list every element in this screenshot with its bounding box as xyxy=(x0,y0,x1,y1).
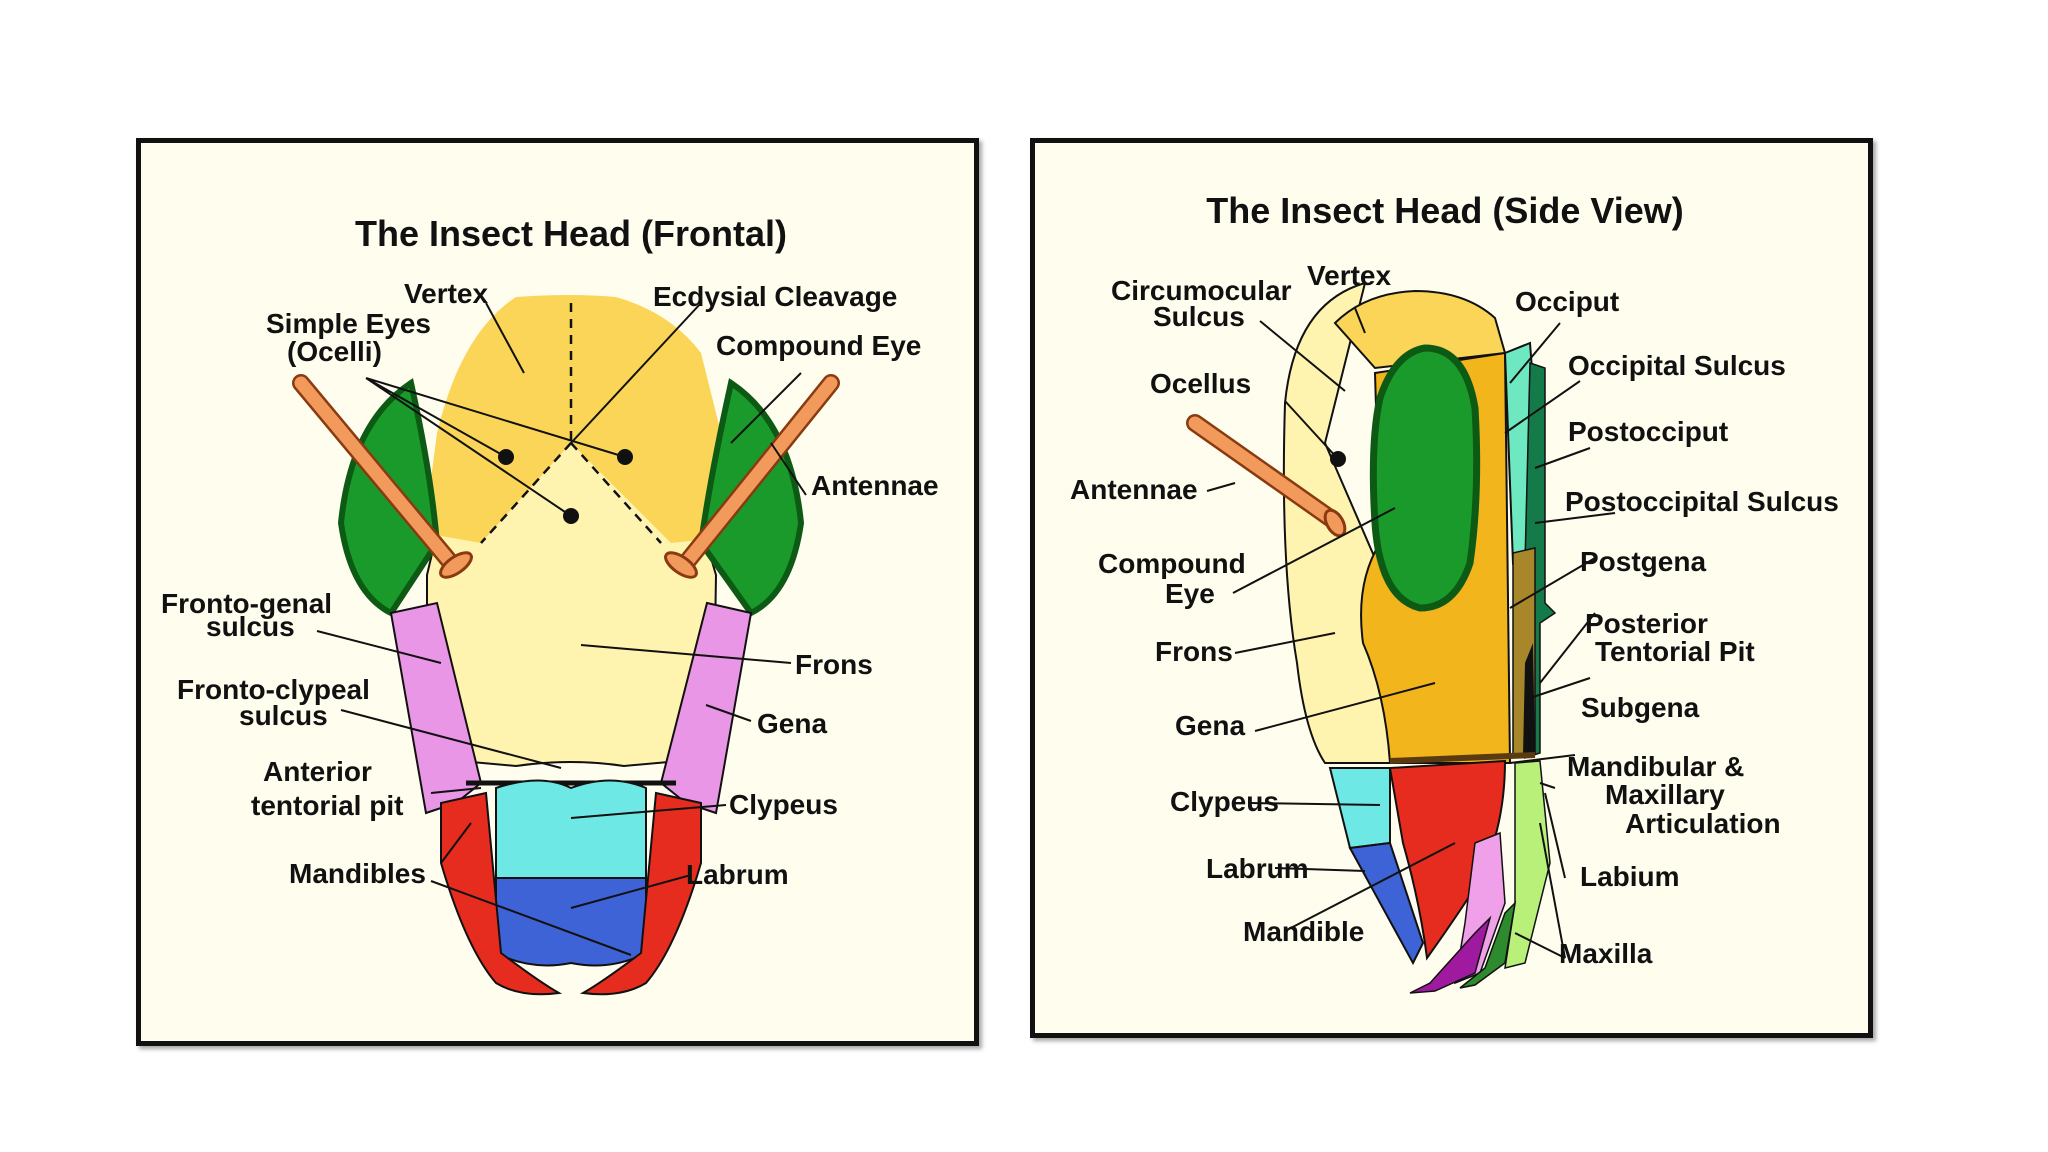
ecdysial-cleavage-line xyxy=(480,303,662,544)
mandible-left xyxy=(440,791,563,996)
label-vertex: Vertex xyxy=(404,278,488,309)
clypeus-region xyxy=(495,779,647,879)
gena-right xyxy=(659,601,753,815)
label-eye: Eye xyxy=(1165,578,1215,609)
label-circumocular-sulcus: Sulcus xyxy=(1153,301,1245,332)
label-ecdysial-cleavage: Ecdysial Cleavage xyxy=(653,281,897,312)
label-labrum: Labrum xyxy=(1206,853,1309,884)
antenna-left xyxy=(292,374,473,579)
label-occipital-sulcus: Occipital Sulcus xyxy=(1568,350,1786,381)
label-frons: Frons xyxy=(795,649,873,680)
label-circumocular: Circumocular xyxy=(1111,275,1292,306)
label-gena: Gena xyxy=(757,708,827,739)
label-mandibles: Mandibles xyxy=(289,858,426,889)
label-occiput: Occiput xyxy=(1515,286,1619,317)
clypeus-region xyxy=(1328,767,1391,850)
vertex-region xyxy=(1333,289,1507,370)
label-compound: Compound xyxy=(1098,548,1246,579)
label-postocciput: Postocciput xyxy=(1568,416,1728,447)
label-postoccipital-sulcus: Postoccipital Sulcus xyxy=(1565,486,1839,517)
side-title: The Insect Head (Side View) xyxy=(1206,190,1683,231)
side-head-diagram: The Insect Head (Side View) Circumocular… xyxy=(1070,190,1839,994)
label-frons: Frons xyxy=(1155,636,1233,667)
side-diagram-panel: The Insect Head (Side View) Circumocular… xyxy=(1030,138,1873,1038)
labrum-region xyxy=(1348,841,1425,966)
labium-region xyxy=(1504,760,1551,970)
label-gena: Gena xyxy=(1175,710,1245,741)
label-ocelli: (Ocelli) xyxy=(287,336,382,367)
mandible-region xyxy=(1388,759,1507,961)
label-labium: Labium xyxy=(1580,861,1680,892)
compound-eye xyxy=(1369,344,1481,612)
label-fronto-clypeal: Fronto-clypeal xyxy=(177,674,370,705)
side-leader-lines xyxy=(1206,307,1616,959)
label-compound-eye: Compound Eye xyxy=(716,330,921,361)
label-mandible: Mandible xyxy=(1243,916,1364,947)
label-maxillary: Maxillary xyxy=(1605,779,1725,810)
frontal-title: The Insect Head (Frontal) xyxy=(355,213,787,254)
label-subgena: Subgena xyxy=(1581,692,1700,723)
subgena-line xyxy=(1389,752,1536,764)
label-mandibular: Mandibular & xyxy=(1567,751,1744,782)
frontal-diagram-panel: The Insect Head (Frontal) Vertex Ecdysia… xyxy=(136,138,979,1046)
labial-palp xyxy=(1459,900,1517,989)
label-simple-eyes: Simple Eyes xyxy=(266,308,431,339)
antenna-right xyxy=(664,374,840,579)
maxilla-palp xyxy=(1409,915,1492,994)
label-maxilla: Maxilla xyxy=(1559,938,1653,969)
label-fronto-genal-sulcus: sulcus xyxy=(206,611,295,642)
label-fronto-genal: Fronto-genal xyxy=(161,588,332,619)
label-ocellus: Ocellus xyxy=(1150,368,1251,399)
frontal-leader-lines xyxy=(316,302,807,956)
label-posterior: Posterior xyxy=(1585,608,1708,639)
label-postgena: Postgena xyxy=(1580,546,1706,577)
label-anterior: Anterior xyxy=(263,756,372,787)
label-labrum: Labrum xyxy=(686,859,789,890)
antenna xyxy=(1186,414,1347,538)
label-antennae: Antennae xyxy=(811,470,939,501)
frontal-head-diagram: The Insect Head (Frontal) Vertex Ecdysia… xyxy=(161,213,939,996)
label-clypeus: Clypeus xyxy=(729,789,838,820)
label-antennae: Antennae xyxy=(1070,474,1198,505)
mandible-right xyxy=(579,791,702,996)
label-tentorial-pit: tentorial pit xyxy=(251,790,403,821)
label-tentorial-pit: Tentorial Pit xyxy=(1595,636,1755,667)
label-fronto-clypeal-sulcus: sulcus xyxy=(239,700,328,731)
label-vertex: Vertex xyxy=(1307,260,1391,291)
label-clypeus: Clypeus xyxy=(1170,786,1279,817)
posterior-tentorial-pit xyxy=(1523,643,1535,755)
label-articulation: Articulation xyxy=(1625,808,1781,839)
